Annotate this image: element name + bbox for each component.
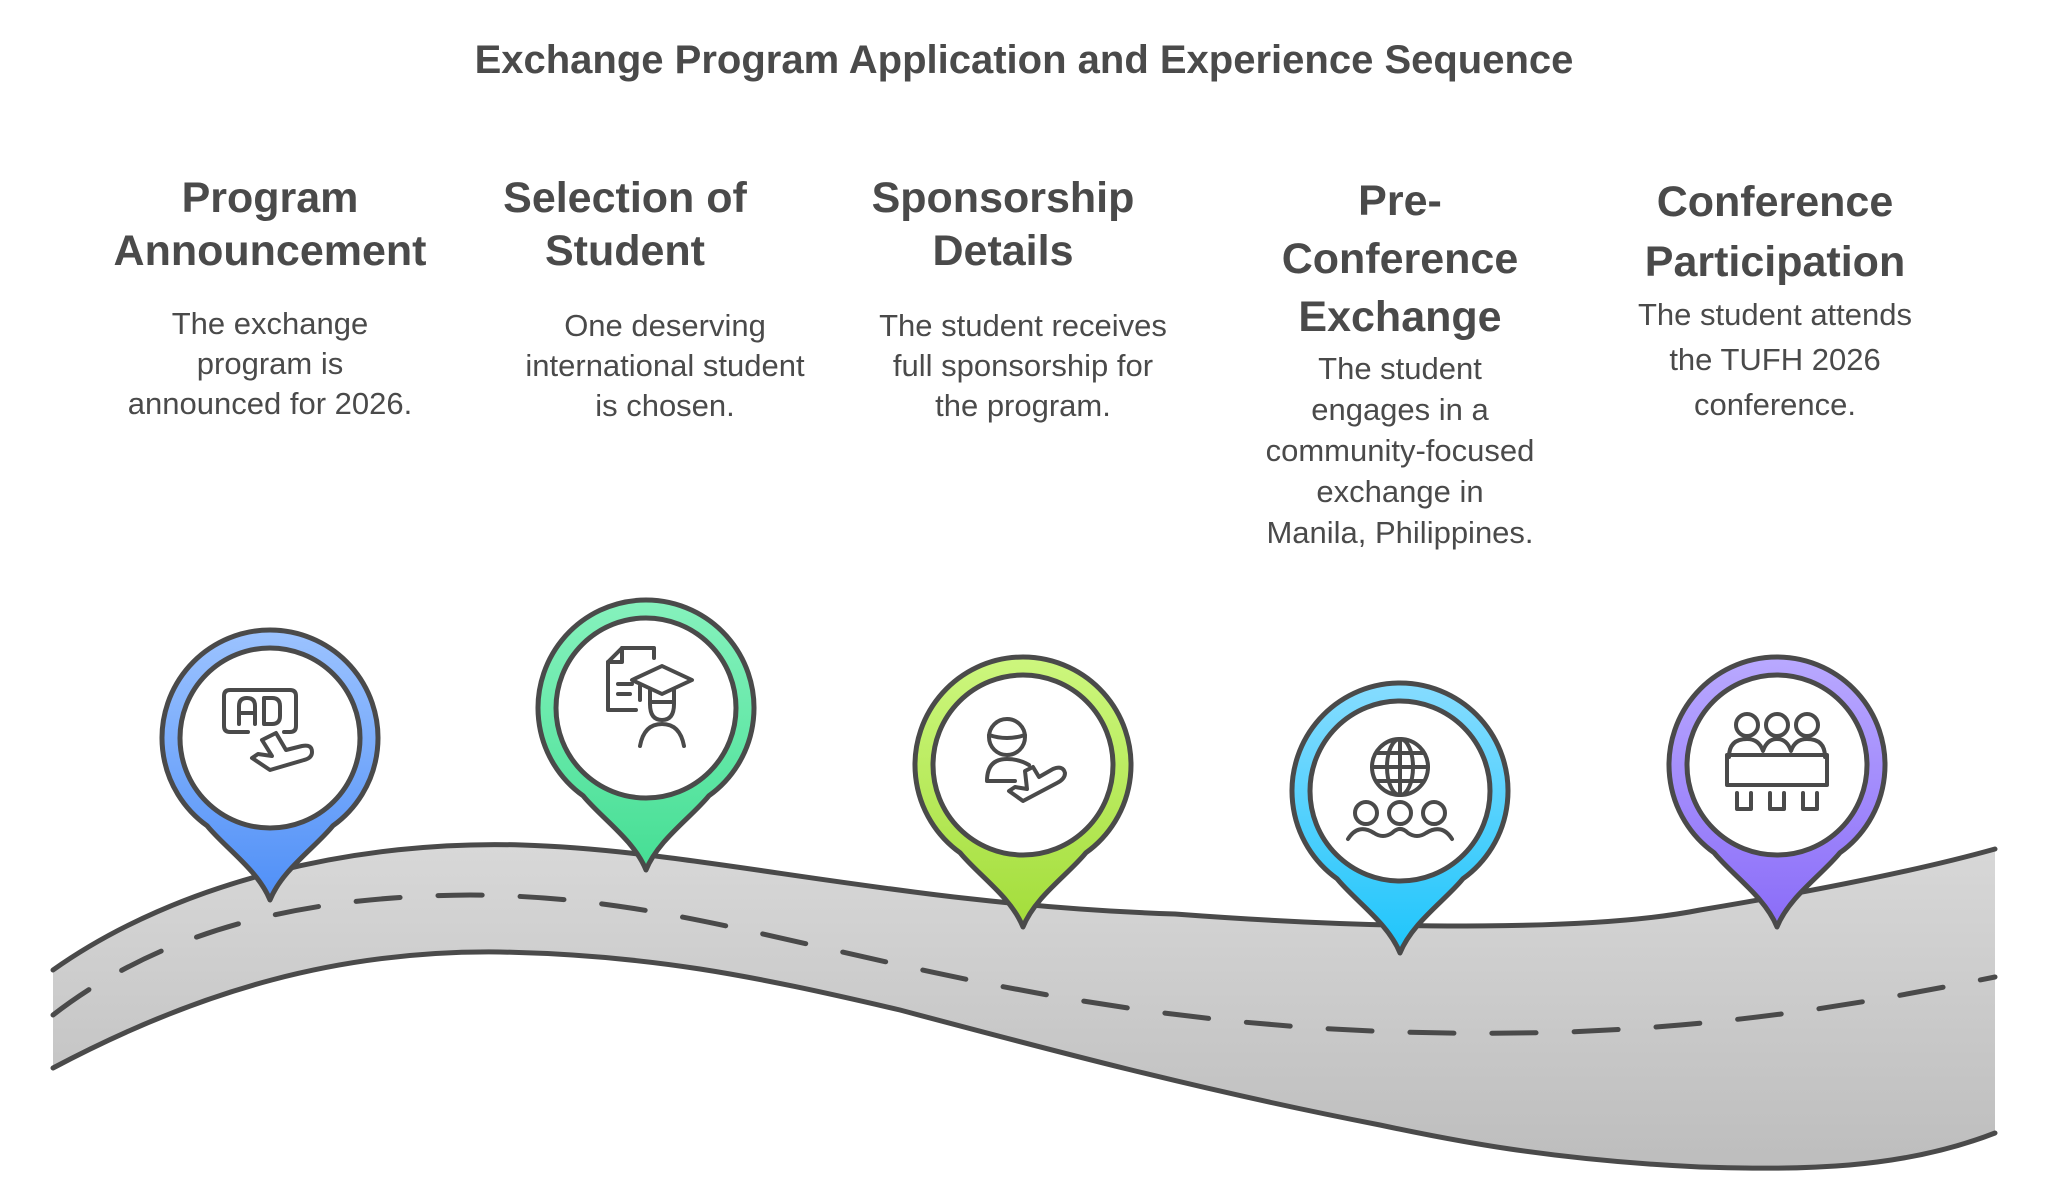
step-heading: Conference Participation	[1644, 178, 1906, 286]
step-pin-1	[159, 627, 381, 903]
step-description: The student engages in a community-focus…	[1265, 351, 1535, 550]
step-description: The student receives full sponsorship fo…	[879, 308, 1167, 423]
road-center-line	[50, 892, 1998, 1036]
road-surface	[53, 844, 1995, 1169]
step-description: The student attends the TUFH 2026 confer…	[1637, 297, 1913, 422]
conference-panel-icon	[1725, 712, 1829, 811]
step-heading: Pre- Conference Exchange	[1281, 177, 1519, 341]
step-announcement: Program Announcement The exchange progra…	[95, 172, 445, 424]
step-description: The exchange program is announced for 20…	[127, 306, 413, 421]
step-conference: Conference Participation The student att…	[1600, 172, 1950, 427]
step-pre-conference: Pre- Conference Exchange The student eng…	[1225, 172, 1575, 553]
globe-community-icon	[1346, 737, 1454, 841]
step-description: One deserving international student is c…	[525, 308, 805, 423]
diagram-title: Exchange Program Application and Experie…	[474, 38, 1574, 82]
pin-icon-circle	[930, 672, 1116, 858]
road-top-edge	[50, 842, 1998, 973]
step-pin-4	[1289, 680, 1511, 956]
road	[50, 842, 1998, 1171]
step-heading: Selection of Student	[503, 174, 747, 275]
step-pin-2	[535, 597, 757, 873]
advertisement-plane-icon	[222, 688, 314, 772]
person-travel-icon	[985, 717, 1067, 803]
document-graduate-icon	[606, 646, 694, 748]
pin-icon-circle	[1684, 672, 1870, 858]
step-heading: Sponsorship Details	[871, 174, 1135, 275]
step-selection: Selection of Student One deserving inter…	[470, 172, 820, 426]
step-pin-3	[912, 654, 1134, 930]
step-heading: Program Announcement	[113, 174, 427, 275]
step-pin-5	[1666, 654, 1888, 930]
pin-icon-circle	[553, 615, 739, 801]
road-bottom-edge	[50, 949, 1998, 1171]
step-sponsorship: Sponsorship Details The student receives…	[848, 172, 1198, 426]
